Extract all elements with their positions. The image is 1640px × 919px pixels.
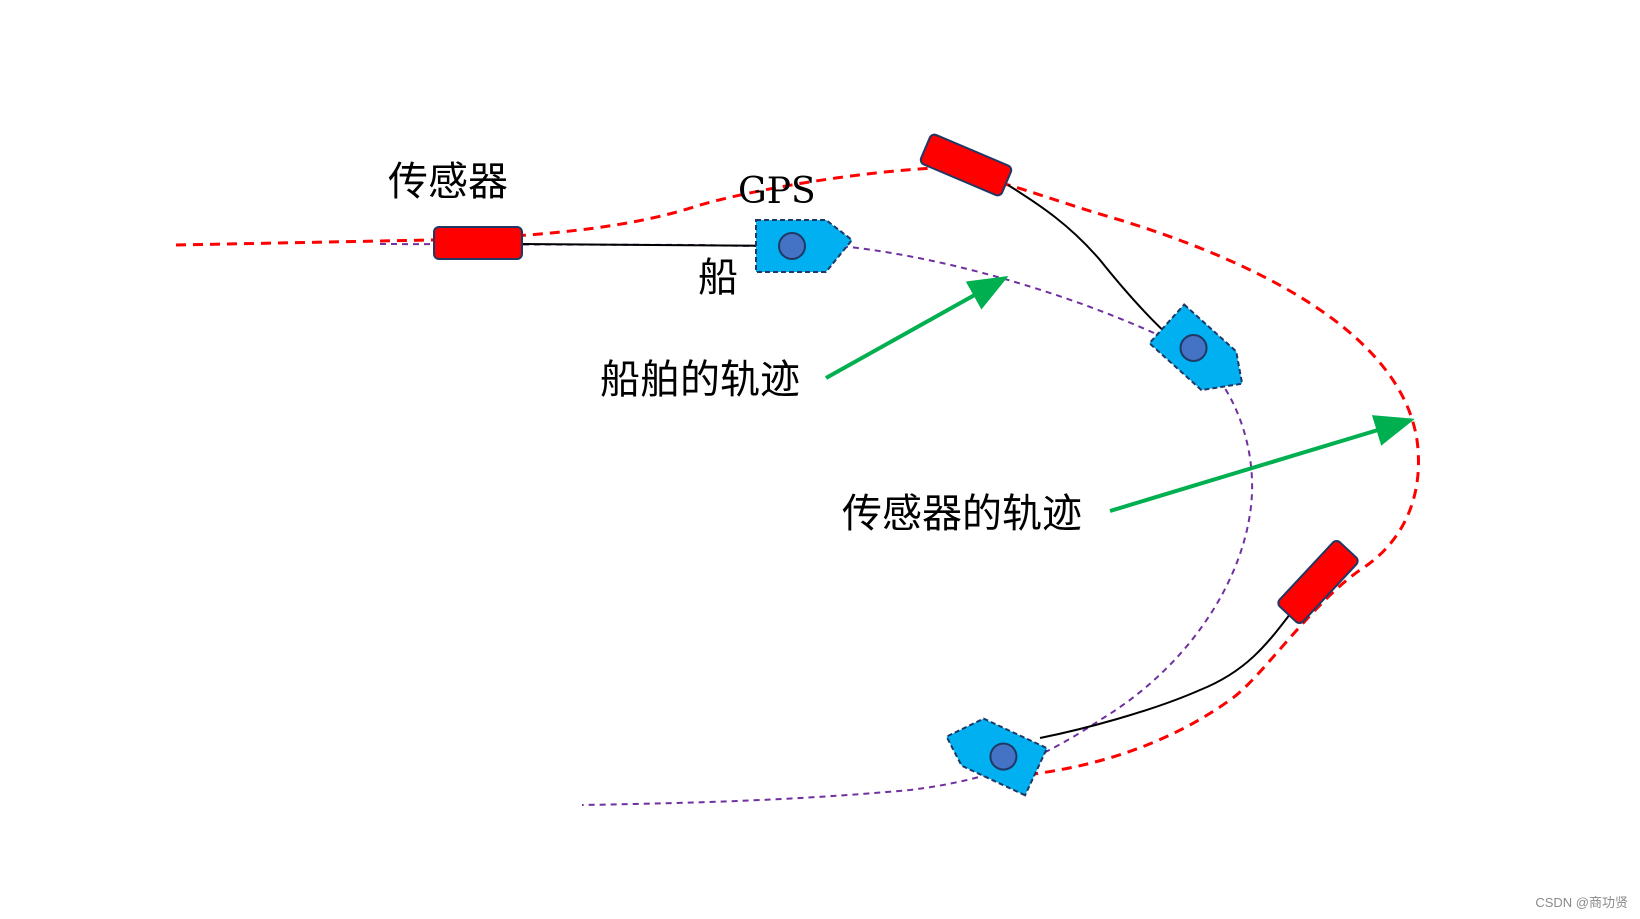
ship-track-arrow [825,276,1009,380]
gps-label: GPS [738,171,816,212]
ship-trajectory-label: 船舶的轨迹 [600,357,800,403]
sensor-track-arrow [1109,415,1415,513]
sensor-trajectory-label: 传感器的轨迹 [842,491,1082,537]
tow-line-1 [521,243,791,247]
ship-1 [755,219,854,273]
sensor-1 [433,226,523,260]
ship-2 [1147,303,1244,392]
ship-label: 船 [698,255,738,301]
sensor-2 [919,133,1013,197]
ship-trajectory [379,243,1254,806]
sensor-3 [1277,539,1359,625]
ship-3 [945,717,1049,797]
tow-line-3 [1039,604,1298,739]
sensor-trajectory [175,166,1420,778]
watermark: CSDN @商功贤 [1535,895,1628,910]
sensor-label: 传感器 [388,159,508,205]
gps-antenna-icon [778,232,806,260]
